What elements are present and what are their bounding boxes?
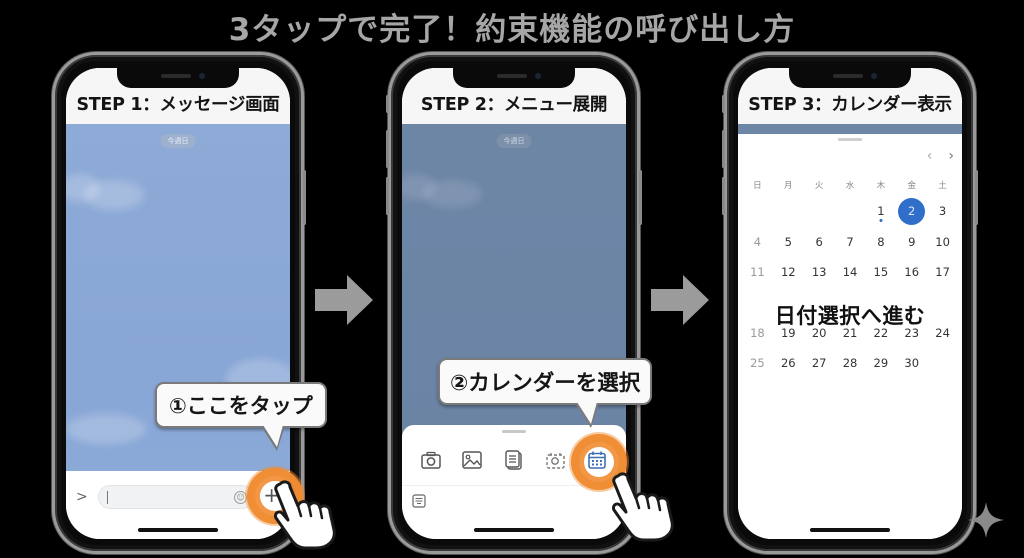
- pointing-hand-icon: [612, 472, 674, 542]
- callout-step-1: ①ここをタップ: [155, 382, 327, 451]
- day-cell[interactable]: 13: [811, 265, 827, 280]
- day-cell[interactable]: 18: [750, 325, 765, 340]
- day-cell[interactable]: 12: [780, 265, 796, 280]
- day-cell[interactable]: 27: [811, 356, 827, 371]
- callout-step-2: ②カレンダーを選択: [438, 358, 653, 428]
- day-cell-selected[interactable]: 2: [896, 197, 927, 225]
- weekday-label: 木: [876, 181, 886, 191]
- camera-icon[interactable]: [420, 449, 442, 471]
- day-cell[interactable]: 5: [784, 234, 792, 249]
- overlay-label: 日付選択へ進む: [774, 304, 926, 328]
- phone-step-3: STEP 3：カレンダー表示 ‹ › 日 月 火 水 木 金 土: [722, 52, 978, 554]
- callout-text: ①ここをタップ: [169, 394, 313, 418]
- calendar-sheet: ‹ › 日 月 火 水 木 金 土 1: [738, 134, 962, 539]
- chevron-left-icon[interactable]: ‹: [926, 148, 933, 164]
- side-button: [303, 170, 306, 225]
- home-indicator: [138, 528, 218, 532]
- image-icon[interactable]: [461, 449, 483, 471]
- day-cell[interactable]: 23: [904, 325, 920, 340]
- event-dot: [879, 219, 883, 223]
- day-cell[interactable]: 14: [842, 265, 858, 280]
- day-cell[interactable]: 26: [780, 356, 796, 371]
- calendar-grid: 日 月 火 水 木 金 土 1 2 3: [742, 174, 958, 379]
- weekday-row: 日 月 火 水 木 金 土: [742, 174, 958, 196]
- week-row: 25 26 27 28 29 30: [742, 348, 958, 379]
- phone-step-1: STEP 1：メッセージ画面 今週日 > ☺ +: [52, 52, 306, 554]
- arrow-right-icon: [651, 275, 709, 325]
- weekday-label: 火: [814, 181, 824, 191]
- notch: [117, 68, 239, 88]
- side-button: [386, 177, 389, 215]
- notch: [789, 68, 911, 88]
- weekday-label: 日: [753, 181, 762, 191]
- day-cell[interactable]: 9: [908, 234, 916, 249]
- week-row: 4 5 6 7 8 9 10: [742, 227, 958, 258]
- sheet-grabber[interactable]: [502, 430, 526, 433]
- day-cell[interactable]: 25: [750, 356, 765, 371]
- page-title: 3タップで完了！約束機能の呼び出し方: [228, 12, 796, 48]
- day-cell[interactable]: 15: [873, 265, 889, 280]
- chevron-right-icon[interactable]: >: [76, 489, 88, 505]
- tap-indicator: [569, 432, 629, 492]
- side-button: [722, 177, 725, 215]
- day-cell[interactable]: 20: [811, 325, 827, 340]
- callout-text: ②カレンダーを選択: [450, 371, 641, 396]
- weekday-label: 金: [907, 181, 916, 191]
- day-cell[interactable]: 4: [753, 234, 762, 249]
- day-cell[interactable]: 6: [815, 234, 823, 249]
- side-button: [639, 170, 642, 225]
- day-cell[interactable]: 21: [842, 325, 858, 340]
- day-cell[interactable]: 22: [873, 325, 889, 340]
- week-row: 18 19 20 21 22 23 24: [742, 318, 958, 349]
- date-pill: 今週日: [496, 134, 532, 148]
- screen: STEP 3：カレンダー表示 ‹ › 日 月 火 水 木 金 土: [738, 68, 962, 539]
- side-button: [386, 130, 389, 168]
- day-cell[interactable]: 7: [846, 234, 854, 249]
- day-cell[interactable]: 30: [904, 356, 920, 371]
- side-button: [722, 95, 725, 113]
- day-cell[interactable]: 17: [935, 265, 950, 280]
- day-cell[interactable]: 3: [938, 204, 947, 219]
- day-cell[interactable]: 29: [873, 356, 889, 371]
- step-header: STEP 3：カレンダー表示: [738, 68, 962, 124]
- sparkle-icon: [968, 502, 1004, 538]
- side-button: [975, 170, 978, 225]
- divider: [402, 485, 626, 486]
- day-cell[interactable]: 8: [877, 234, 885, 249]
- arrow-right-icon: [315, 275, 373, 325]
- day-cell[interactable]: 11: [750, 265, 765, 280]
- weekday-label: 水: [845, 181, 855, 191]
- day-cell[interactable]: 1: [865, 204, 896, 223]
- notch: [453, 68, 575, 88]
- screenshot-icon[interactable]: [545, 449, 567, 471]
- chevron-right-icon[interactable]: ›: [948, 148, 954, 164]
- date-pill: 今週日: [160, 134, 196, 148]
- tap-indicator: [245, 466, 305, 526]
- file-icon[interactable]: [503, 449, 525, 471]
- month-nav: ‹ ›: [927, 148, 954, 164]
- day-cell[interactable]: 28: [842, 356, 858, 371]
- sheet-grabber[interactable]: [838, 138, 862, 141]
- day-cell[interactable]: 24: [935, 325, 950, 340]
- chat-background-dimmed: [738, 124, 962, 134]
- keyboard-icon[interactable]: [412, 493, 426, 512]
- week-row: 1 2 3: [742, 196, 958, 227]
- side-button: [386, 95, 389, 113]
- day-cell[interactable]: 16: [904, 265, 920, 280]
- home-indicator: [810, 528, 890, 532]
- text-caret: [107, 491, 108, 504]
- chat-background: 今週日: [66, 124, 290, 539]
- side-button: [722, 130, 725, 168]
- pointing-hand-icon: [274, 480, 336, 550]
- message-input[interactable]: ☺: [98, 485, 254, 509]
- weekday-label: 月: [784, 181, 793, 191]
- weekday-label: 土: [938, 181, 947, 191]
- week-row: 11 12 13 14 15 16 17: [742, 257, 958, 288]
- day-cell[interactable]: 19: [780, 325, 796, 340]
- home-indicator: [474, 528, 554, 532]
- screen: STEP 1：メッセージ画面 今週日 > ☺ +: [66, 68, 290, 539]
- message-input-bar: > ☺ +: [66, 471, 290, 539]
- day-cell[interactable]: 10: [935, 234, 950, 249]
